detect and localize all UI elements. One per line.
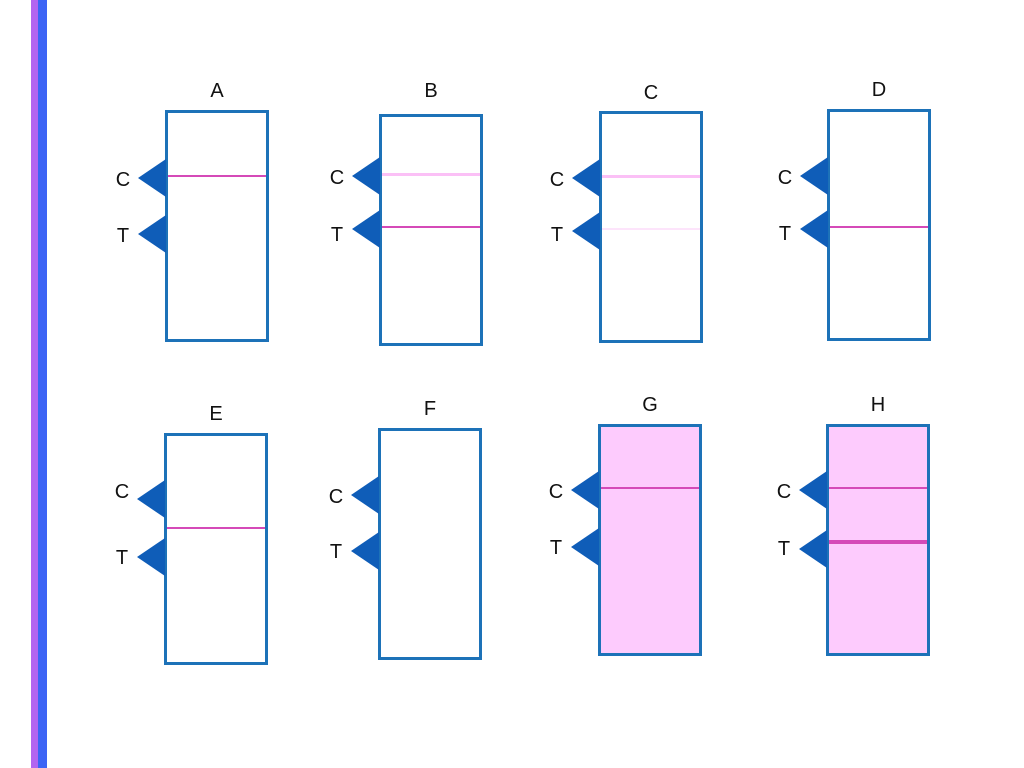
control-marker-label-a: C [115, 169, 131, 191]
strip-title-b: B [424, 80, 438, 102]
strip-title-f: F [423, 398, 437, 420]
control-line-b [382, 173, 480, 176]
test-marker-label-b: T [330, 224, 344, 246]
control-marker-triangle-c [572, 159, 600, 197]
control-line-c [602, 175, 700, 178]
test-marker-label-f: T [329, 541, 343, 563]
test-strip-f [378, 428, 482, 660]
control-marker-label-c: C [549, 169, 565, 191]
control-marker-triangle-b [352, 157, 380, 195]
control-line-g [601, 487, 699, 489]
test-marker-label-c: T [550, 224, 564, 246]
control-marker-triangle-e [137, 480, 165, 518]
accent-stripe-blue [38, 0, 47, 768]
control-marker-label-e: C [114, 481, 130, 503]
control-line-a [168, 175, 266, 177]
test-marker-triangle-d [800, 210, 828, 248]
test-marker-label-d: T [778, 223, 792, 245]
test-marker-label-h: T [777, 538, 791, 560]
test-marker-triangle-e [137, 538, 165, 576]
strip-title-a: A [210, 80, 224, 102]
strip-title-e: E [209, 403, 223, 425]
test-strip-b [379, 114, 483, 346]
test-marker-triangle-a [138, 215, 166, 253]
test-marker-triangle-b [352, 210, 380, 248]
test-line-h [829, 540, 927, 544]
control-marker-triangle-h [799, 471, 827, 509]
test-line-d [830, 226, 928, 228]
test-strip-a [165, 110, 269, 342]
test-marker-triangle-c [572, 212, 600, 250]
control-marker-triangle-f [351, 476, 379, 514]
control-marker-triangle-g [571, 471, 599, 509]
control-marker-label-g: C [548, 481, 564, 503]
control-marker-label-f: C [328, 486, 344, 508]
control-marker-triangle-d [800, 157, 828, 195]
control-line-h [829, 487, 927, 489]
test-strip-h [826, 424, 930, 656]
test-marker-label-a: T [116, 225, 130, 247]
control-marker-triangle-a [138, 159, 166, 197]
test-strip-d [827, 109, 931, 341]
test-marker-triangle-h [799, 530, 827, 568]
strip-title-h: H [870, 394, 886, 416]
test-marker-triangle-g [571, 528, 599, 566]
strip-title-d: D [871, 79, 887, 101]
strip-title-c: C [643, 82, 659, 104]
test-strip-g [598, 424, 702, 656]
test-line-e [167, 527, 265, 529]
control-marker-label-d: C [777, 167, 793, 189]
test-line-b [382, 226, 480, 228]
test-marker-label-e: T [115, 547, 129, 569]
accent-stripe-purple [31, 0, 38, 768]
control-marker-label-b: C [329, 167, 345, 189]
test-strip-e [164, 433, 268, 665]
test-line-c [602, 228, 700, 230]
test-strip-c [599, 111, 703, 343]
test-marker-triangle-f [351, 532, 379, 570]
control-marker-label-h: C [776, 481, 792, 503]
test-marker-label-g: T [549, 537, 563, 559]
strip-title-g: G [642, 394, 658, 416]
